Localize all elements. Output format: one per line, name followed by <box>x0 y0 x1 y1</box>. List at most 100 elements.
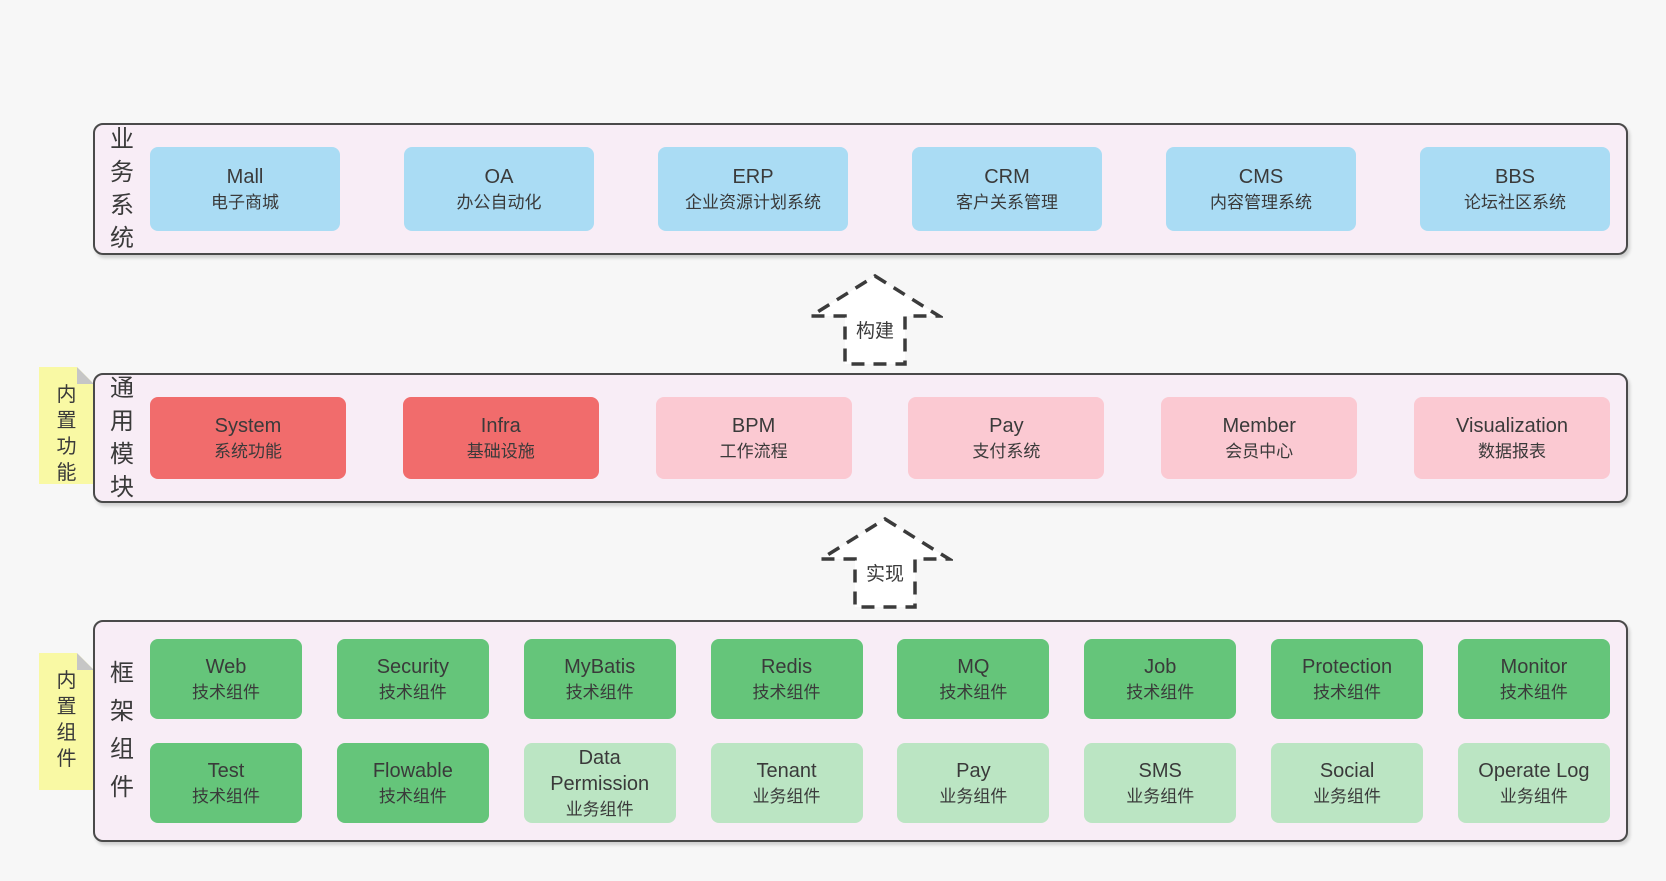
box-infra: Infra 基础设施 <box>402 397 599 479</box>
box-mybatis: MyBatis 技术组件 <box>523 639 676 719</box>
modules-box-row: System 系统功能 Infra 基础设施 BPM 工作流程 Pay 支付系统… <box>150 397 1610 479</box>
box-flowable: Flowable 技术组件 <box>336 743 489 823</box>
box-subtitle: 数据报表 <box>1477 441 1546 461</box>
box-title: Social <box>1319 759 1375 782</box>
box-title: Infra <box>480 414 521 437</box>
box-subtitle: 会员中心 <box>1225 441 1294 461</box>
box-subtitle: 技术组件 <box>939 682 1008 702</box>
sticky-note-built-in-features: 内置功能 <box>39 367 94 484</box>
box-operate-log: Operate Log 业务组件 <box>1457 743 1610 823</box>
panel-business-label: 业务系统 <box>110 126 134 252</box>
box-title: CMS <box>1238 165 1284 188</box>
arrow-build: 构建 <box>807 272 943 369</box>
box-subtitle: 客户关系管理 <box>956 192 1058 212</box>
arrow-implement: 实现 <box>817 515 953 612</box>
box-title: Mall <box>226 165 264 188</box>
box-subtitle: 内容管理系统 <box>1210 192 1312 212</box>
sticky-note-built-in-components: 内置组件 <box>39 653 94 790</box>
box-mq: MQ 技术组件 <box>897 639 1050 719</box>
box-system: System 系统功能 <box>150 397 346 479</box>
box-title: Job <box>1144 655 1177 678</box>
box-subtitle: 基础设施 <box>466 441 535 461</box>
box-subtitle: 系统功能 <box>214 441 282 461</box>
box-subtitle: 技术组件 <box>565 682 634 702</box>
box-subtitle: 技术组件 <box>1313 682 1382 702</box>
block-arrow-up-icon <box>817 516 953 609</box>
box-title: OA <box>484 165 514 188</box>
box-mall: Mall 电子商城 <box>150 147 340 231</box>
box-title: Security <box>376 655 449 678</box>
box-subtitle: 技术组件 <box>378 682 447 702</box>
box-redis: Redis 技术组件 <box>710 639 863 719</box>
box-pay-component: Pay 业务组件 <box>897 743 1050 823</box>
box-subtitle: 业务组件 <box>939 786 1008 806</box>
box-title: MQ <box>957 655 990 678</box>
box-title: CRM <box>984 165 1030 188</box>
box-job: Job 技术组件 <box>1084 639 1237 719</box>
box-title: Web <box>205 655 247 678</box>
box-cms: CMS 内容管理系统 <box>1166 147 1356 231</box>
box-title: SMS <box>1138 759 1182 782</box>
folded-corner-icon <box>77 653 94 670</box>
sticky-note-label: 内置组件 <box>56 670 77 770</box>
box-title: Visualization <box>1456 414 1568 437</box>
box-subtitle: 技术组件 <box>378 786 447 806</box>
box-subtitle: 技术组件 <box>192 786 260 806</box>
box-bbs: BBS 论坛社区系统 <box>1420 147 1610 231</box>
box-data-permission: Data Permission 业务组件 <box>523 743 676 823</box>
box-title: ERP <box>732 165 774 188</box>
box-subtitle: 论坛社区系统 <box>1464 192 1566 212</box>
box-subtitle: 技术组件 <box>1126 682 1195 702</box>
arrow-build-label: 构建 <box>855 321 894 342</box>
box-social: Social 业务组件 <box>1271 743 1424 823</box>
box-title: Tenant <box>756 759 817 782</box>
arrow-implement-label: 实现 <box>865 564 904 585</box>
box-title: Pay <box>989 414 1024 437</box>
box-tenant: Tenant 业务组件 <box>710 743 863 823</box>
box-title: BBS <box>1494 165 1536 188</box>
box-subtitle: 支付系统 <box>972 441 1041 461</box>
panel-common-modules: 通用模块 System 系统功能 Infra 基础设施 BPM 工作流程 Pay… <box>93 373 1628 503</box>
box-title: Member <box>1222 414 1296 437</box>
box-title: System <box>214 414 282 437</box>
box-pay: Pay 支付系统 <box>908 397 1105 479</box>
block-arrow-up-icon <box>807 273 943 366</box>
box-subtitle: 业务组件 <box>565 799 634 819</box>
box-title: Data Permission <box>550 746 650 795</box>
box-title: Test <box>207 759 245 782</box>
panel-modules-label: 通用模块 <box>110 375 134 501</box>
box-sms: SMS 业务组件 <box>1084 743 1237 823</box>
box-subtitle: 办公自动化 <box>456 192 542 212</box>
box-bpm: BPM 工作流程 <box>655 397 852 479</box>
box-subtitle: 技术组件 <box>752 682 821 702</box>
box-subtitle: 技术组件 <box>192 682 260 702</box>
folded-corner-icon <box>77 367 94 384</box>
box-title: Protection <box>1302 655 1393 678</box>
box-title: Redis <box>760 655 813 678</box>
box-subtitle: 工作流程 <box>719 441 788 461</box>
box-subtitle: 业务组件 <box>1313 786 1382 806</box>
box-member: Member 会员中心 <box>1161 397 1358 479</box>
box-subtitle: 企业资源计划系统 <box>685 192 821 212</box>
box-oa: OA 办公自动化 <box>404 147 594 231</box>
box-protection: Protection 技术组件 <box>1271 639 1424 719</box>
box-title: Operate Log <box>1478 759 1590 782</box>
box-web: Web 技术组件 <box>150 639 302 719</box>
panel-framework-components: 框架组件 Web 技术组件 Security 技术组件 MyBatis 技术组件… <box>93 620 1628 842</box>
box-test: Test 技术组件 <box>150 743 302 823</box>
box-subtitle: 业务组件 <box>1126 786 1195 806</box>
framework-box-row-2: Test 技术组件 Flowable 技术组件 Data Permission … <box>150 743 1610 823</box>
box-title: BPM <box>731 414 776 437</box>
panel-framework-label: 框架组件 <box>110 660 134 801</box>
framework-box-row-1: Web 技术组件 Security 技术组件 MyBatis 技术组件 Redi… <box>150 639 1610 719</box>
business-box-row: Mall 电子商城 OA 办公自动化 ERP 企业资源计划系统 CRM 客户关系… <box>150 147 1610 231</box>
panel-business-systems: 业务系统 Mall 电子商城 OA 办公自动化 ERP 企业资源计划系统 CRM… <box>93 123 1628 255</box>
box-crm: CRM 客户关系管理 <box>912 147 1102 231</box>
box-subtitle: 业务组件 <box>752 786 821 806</box>
business-box-rows: Mall 电子商城 OA 办公自动化 ERP 企业资源计划系统 CRM 客户关系… <box>136 125 1626 253</box>
box-subtitle: 业务组件 <box>1499 786 1568 806</box>
box-title: Pay <box>956 759 991 782</box>
box-visualization: Visualization 数据报表 <box>1413 397 1610 479</box>
box-subtitle: 电子商城 <box>211 192 279 212</box>
box-monitor: Monitor 技术组件 <box>1457 639 1610 719</box>
